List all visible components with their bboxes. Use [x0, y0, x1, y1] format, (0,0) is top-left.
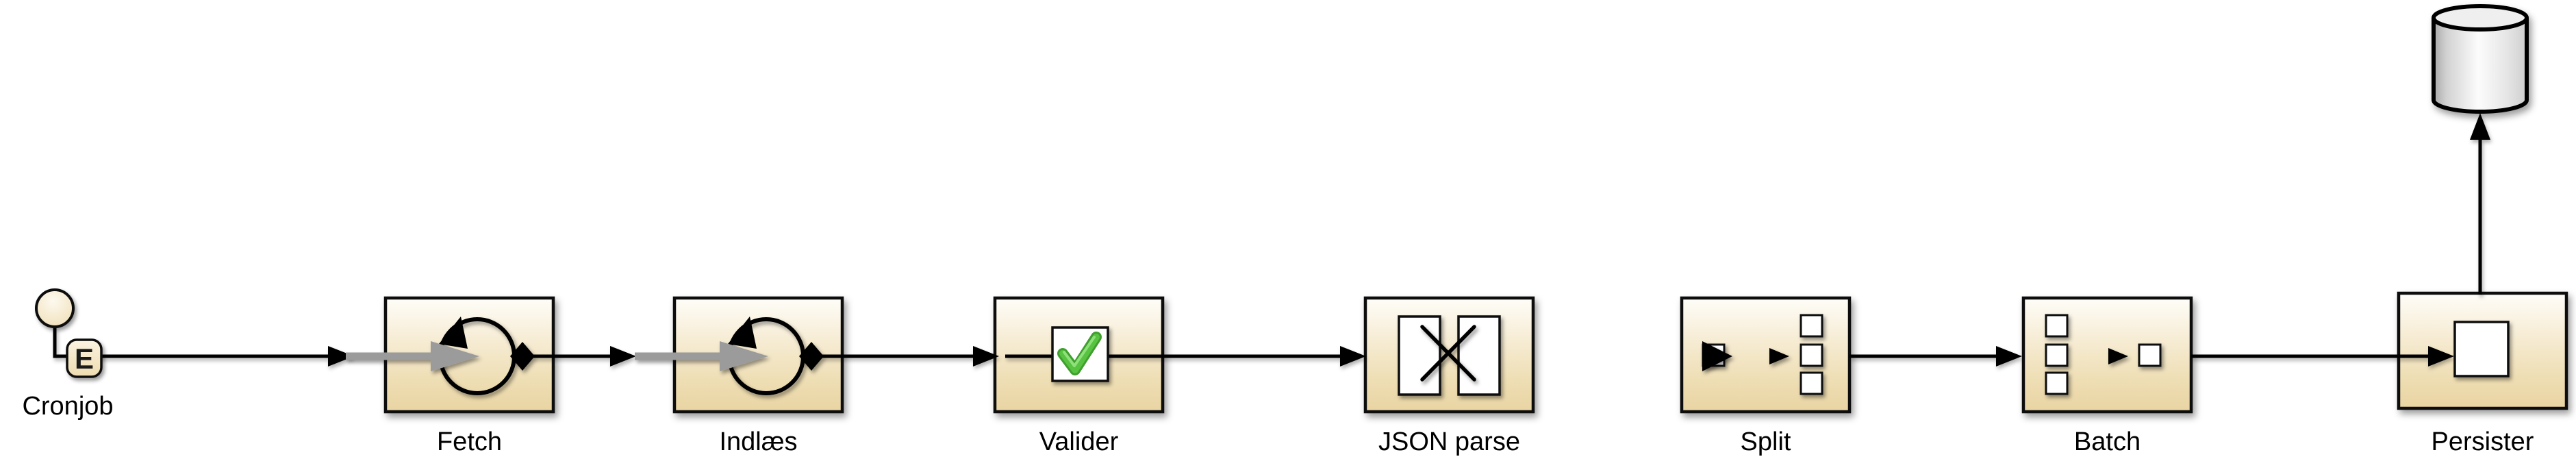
process-square-icon — [2453, 321, 2551, 377]
event-circle-icon — [35, 288, 75, 328]
node-persister-label: Persister — [2432, 427, 2534, 456]
edge-fetch-indlaes[interactable] — [533, 346, 636, 367]
event-badge — [66, 338, 103, 378]
gray-inbound-arrow-icon — [635, 341, 768, 371]
loop-icon — [635, 317, 824, 395]
node-batch-label: Batch — [2074, 427, 2141, 456]
transform-x-icon — [1398, 315, 1501, 396]
node-cronjob-label: Cronjob — [22, 392, 113, 421]
node-jsonparse-label: JSON parse — [1378, 427, 1520, 456]
node-valider-label: Valider — [1039, 427, 1119, 456]
edge-cronjob-fetch[interactable] — [53, 327, 354, 367]
node-split-label: Split — [1741, 427, 1791, 456]
database-cylinder-icon — [2432, 4, 2529, 114]
edge-batch-persister[interactable] — [2191, 346, 2454, 367]
node-fetch-label: Fetch — [437, 427, 502, 456]
split-icon — [1702, 314, 1823, 395]
edge-persister-database[interactable] — [2470, 113, 2490, 295]
batch-icon — [2045, 314, 2162, 395]
event-badge-letter: E — [75, 343, 94, 375]
checkmark-icon — [1051, 326, 1109, 382]
gray-inbound-arrow-icon — [346, 341, 479, 371]
loop-icon — [346, 317, 535, 395]
edge-split-batch[interactable] — [1849, 346, 2022, 367]
edge-indlaes-valider[interactable] — [822, 346, 999, 367]
node-database[interactable] — [2432, 4, 2529, 114]
node-indlaes-label: Indlæs — [719, 427, 797, 456]
node-cronjob[interactable]: E — [35, 288, 103, 378]
